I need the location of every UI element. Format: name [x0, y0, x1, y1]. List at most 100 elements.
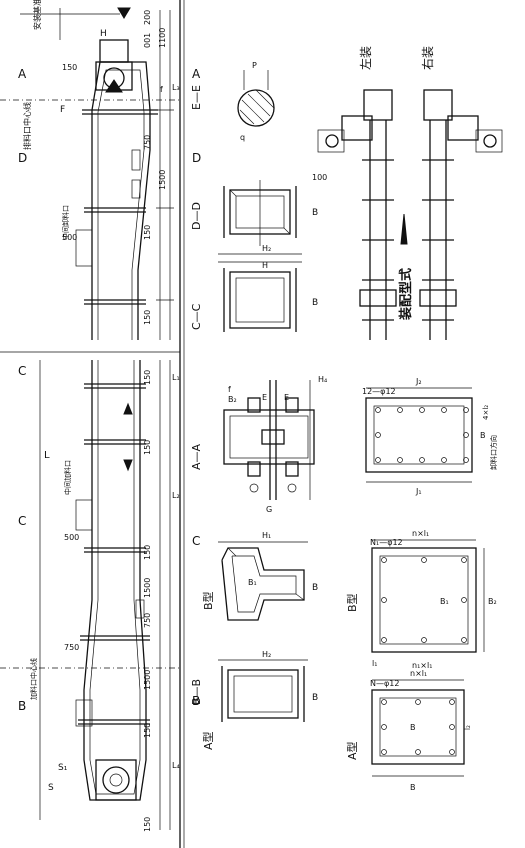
section-cc-title: C—C	[190, 303, 203, 330]
section-dd-view	[223, 180, 297, 246]
dim-100-dd: 100	[312, 173, 327, 182]
dim-n1xl1-top: n×l₁	[412, 529, 429, 538]
dim-l4: L₄	[172, 761, 180, 770]
dim-150-top: 150	[62, 63, 77, 72]
flange-plate-b-type	[371, 539, 485, 653]
dim-f-top: F	[60, 105, 65, 115]
section-cc-view	[218, 253, 302, 332]
dim-1500-top: 1500	[158, 170, 167, 190]
hole-label-n: N—φ12	[370, 679, 399, 688]
type-b-label-plate: B型	[345, 593, 359, 612]
section-ee-title: E—E	[190, 85, 203, 110]
dim-f-aa: f	[228, 385, 231, 394]
middle-feed-label: 中间加料口	[63, 460, 72, 495]
assembly-left-view	[317, 89, 397, 340]
section-aa-view	[223, 380, 315, 500]
head-section-view	[0, 7, 180, 340]
type-a-label-bb: A型	[201, 731, 215, 750]
dim-l1: L₁	[172, 373, 180, 382]
dim-h-top: H	[100, 29, 107, 39]
dim-500-bottom: 500	[64, 533, 79, 542]
dim-750-b: 750	[143, 613, 152, 628]
dim-b-plate12: B	[480, 431, 486, 440]
dim-b1-bb: B₁	[248, 578, 257, 587]
dim-e-aa-1: E	[262, 393, 267, 402]
dim-b-bb: B	[312, 693, 318, 703]
type-b-label-bb: B型	[201, 591, 215, 610]
assembly-right-label: 右装	[420, 46, 435, 70]
dim-001: 001	[143, 33, 152, 48]
tail-section-view	[0, 360, 180, 830]
dim-150-b5: 150	[143, 817, 152, 832]
install-ref-label: 安装基准面	[32, 0, 42, 30]
dim-b-cc: B	[312, 298, 318, 308]
middle-discharge-label: 中间卸料口	[61, 205, 70, 240]
dim-e-aa-2: E	[284, 393, 289, 402]
section-mark-a-top: A	[18, 67, 27, 81]
section-mark-d-top: D	[18, 151, 27, 165]
dim-b2-plate: B₂	[488, 597, 497, 606]
section-mark-c-mid: C	[18, 514, 26, 528]
dim-1500-b: 1500	[143, 578, 152, 598]
dim-p-ee: P	[252, 61, 257, 70]
hole-label-12: 12—φ12	[362, 387, 396, 396]
dim-g: G	[266, 505, 272, 514]
dim-n1xl1: n₁×l₁	[412, 661, 432, 670]
section-mark-d-right: D	[192, 151, 201, 165]
dim-750-top: 750	[143, 135, 152, 150]
dim-q-ee: q	[240, 133, 245, 142]
discharge-outlet-dir-label: 卸料口方向	[489, 435, 498, 470]
dim-b2: B₂	[228, 395, 237, 404]
assembly-right-view	[419, 89, 503, 340]
dim-l3: L₃	[172, 83, 180, 92]
section-mark-b-right: B	[192, 694, 200, 708]
dim-h2-bb: H₂	[262, 650, 271, 659]
dim-l2: L₂	[172, 491, 180, 500]
dim-150-mid: 150	[143, 225, 152, 240]
dim-1500-c: 1500	[143, 670, 152, 690]
dim-b-bbb: B	[312, 583, 318, 593]
dim-j2: J₂	[415, 377, 422, 386]
section-aa-title: A—A	[190, 443, 203, 470]
dim-nxl1: n×l₁	[410, 669, 427, 678]
dim-b-plate-a-bottom: B	[410, 783, 416, 792]
dim-s1: S₁	[58, 763, 68, 773]
dim-h1-bb: H₁	[262, 531, 271, 540]
assembly-direction-arrow	[400, 213, 408, 245]
dim-750-left: 750	[64, 643, 79, 652]
dim-b-plate-a: B	[410, 723, 416, 732]
dim-h2-cc: H₂	[262, 244, 271, 253]
dim-200: 200	[143, 10, 152, 25]
section-mark-b-left: B	[18, 699, 26, 713]
dim-150-b4: 150	[143, 723, 152, 738]
section-mark-a-right: A	[192, 67, 201, 81]
dim-150-b2: 150	[143, 440, 152, 455]
assembly-left-label: 左装	[358, 46, 373, 70]
dim-h4: H₄	[318, 375, 327, 384]
dim-b1-plate: B₁	[440, 597, 449, 606]
dim-b-dd: B	[312, 208, 318, 218]
section-bb-title: B—B	[190, 679, 203, 705]
type-a-label-plate: A型	[345, 741, 359, 760]
dim-150-low: 150	[143, 310, 152, 325]
dim-l1-plate: l₁	[372, 659, 377, 668]
dim-500-top: 500	[62, 233, 77, 242]
section-bb-b-type	[218, 541, 308, 621]
dim-150-b3: 150	[143, 545, 152, 560]
dim-l2-plate: l₂	[464, 725, 472, 730]
section-bb-a-type	[218, 659, 308, 722]
section-ee-view	[237, 70, 275, 127]
feed-center-label: 加料口中心线	[29, 658, 38, 700]
dim-150-b1: 150	[143, 370, 152, 385]
hole-label-n1: N₁—φ12	[370, 538, 403, 547]
dim-s: S	[48, 783, 54, 793]
flange-plate-12	[365, 387, 473, 483]
dim-f-small: f	[160, 85, 163, 94]
dim-j1: J₁	[415, 487, 422, 496]
section-dd-title: D—D	[190, 202, 203, 230]
flange-plate-a-type	[371, 679, 465, 777]
assembly-title: 装配型式	[398, 268, 414, 321]
dim-l: L	[44, 450, 50, 461]
section-mark-c-left: C	[18, 364, 26, 378]
dim-4xl2: 4×l₂	[482, 405, 490, 420]
